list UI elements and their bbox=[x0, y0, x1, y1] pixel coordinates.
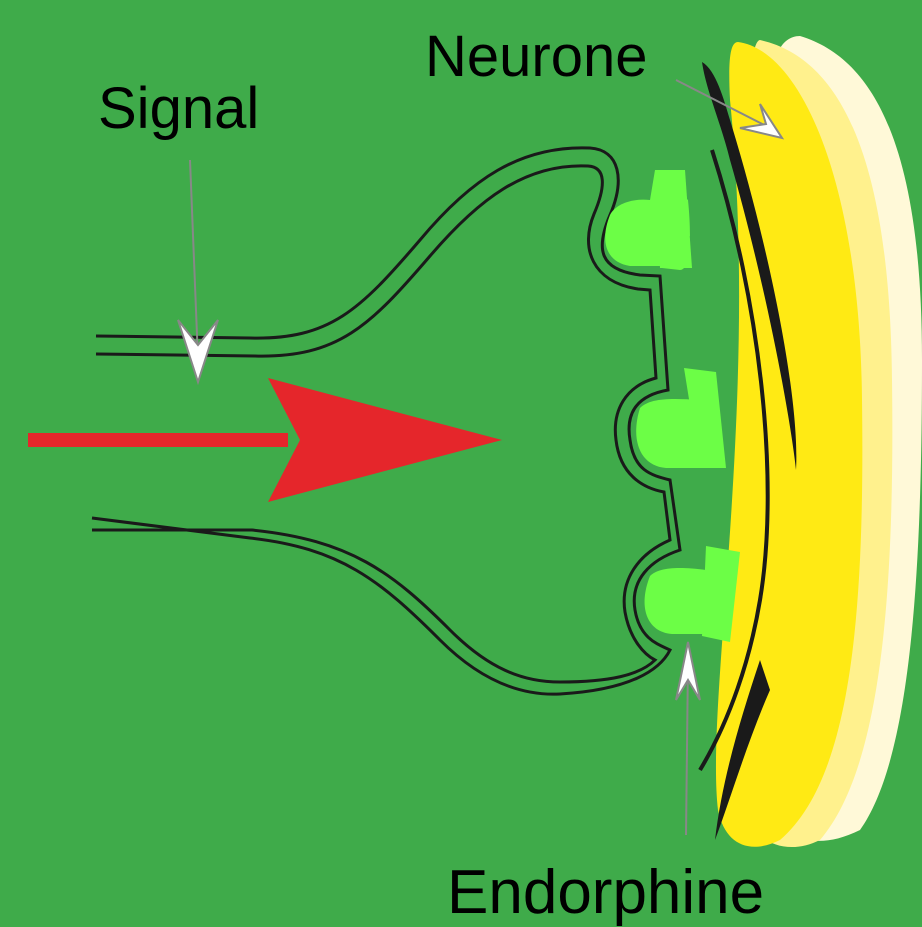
neurone-label: Neurone bbox=[425, 28, 647, 86]
signal-direction-arrow bbox=[28, 378, 502, 502]
signal-arrow-shaft bbox=[28, 433, 288, 447]
signal-arrow-head bbox=[268, 378, 502, 502]
neurone-body bbox=[700, 36, 922, 847]
receptor-middle bbox=[636, 368, 726, 468]
signal-label: Signal bbox=[98, 80, 259, 138]
signal-pointer bbox=[178, 160, 218, 382]
endorphine-pointer bbox=[676, 642, 700, 835]
endorphine-molecule-bottom bbox=[645, 568, 706, 634]
endorphine-molecule-middle bbox=[636, 399, 700, 468]
receptor-stem-top bbox=[655, 170, 692, 268]
endorphine-label: Endorphine bbox=[447, 862, 764, 924]
signal-pointer-head bbox=[178, 320, 218, 382]
